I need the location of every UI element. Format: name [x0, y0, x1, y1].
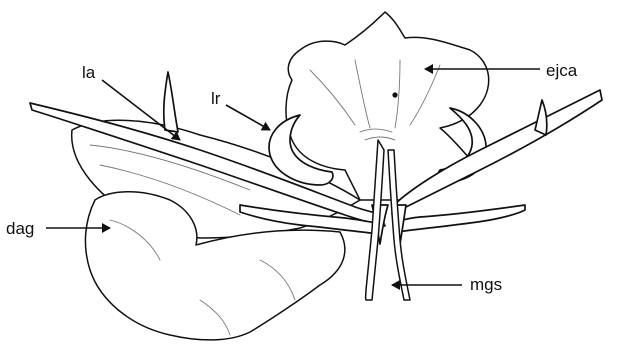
label-lr: lr — [211, 89, 221, 108]
label-ejca: ejca — [546, 61, 578, 80]
lr-leader-arrow — [226, 105, 270, 130]
label-mgs: mgs — [470, 275, 502, 294]
label-dag: dag — [6, 219, 34, 238]
label-la: la — [82, 63, 96, 82]
